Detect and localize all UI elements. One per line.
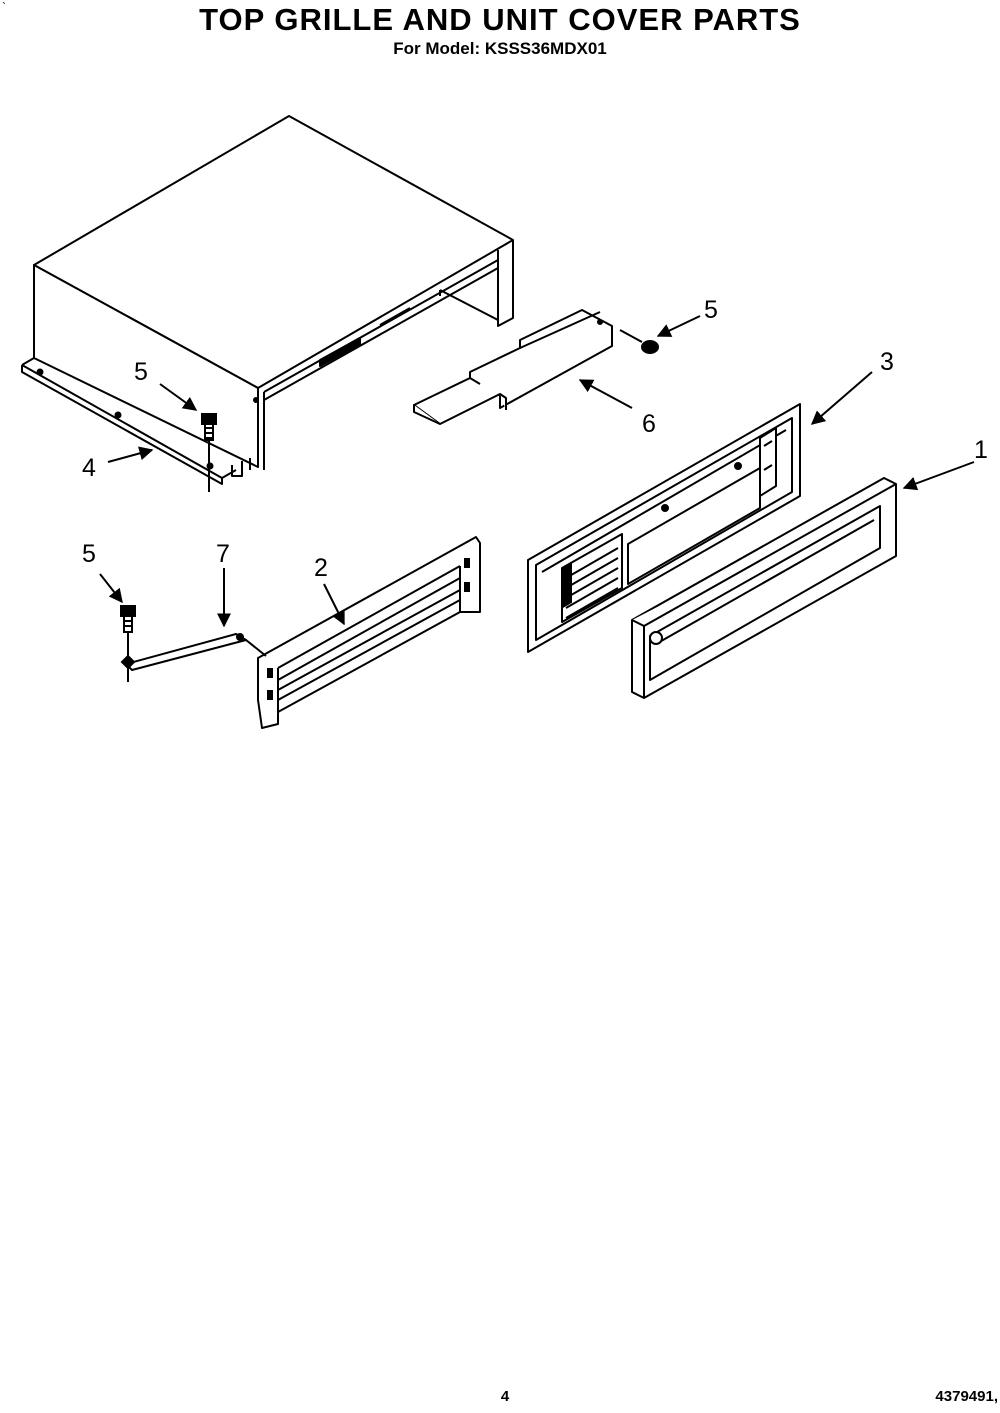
leader-arrows <box>99 315 975 628</box>
callout-labels: 1 2 3 4 5 5 5 6 7 <box>82 296 988 582</box>
corner-mark: ` <box>2 0 6 14</box>
link-arm <box>125 633 267 671</box>
screw-icon <box>120 605 136 682</box>
screw-icon <box>201 413 217 492</box>
document-number: 4379491, <box>935 1388 998 1405</box>
callout-part-1: 1 <box>974 436 988 464</box>
mounting-rail <box>257 536 481 729</box>
unit-cover <box>21 115 514 485</box>
page-title: TOP GRILLE AND UNIT COVER PARTS <box>199 2 801 37</box>
callout-part-4: 4 <box>82 454 96 482</box>
callout-part-7: 7 <box>216 540 230 568</box>
callout-part-6: 6 <box>642 410 656 438</box>
model-subtitle: For Model: KSSS36MDX01 <box>393 39 607 58</box>
callout-part-5-lower-left: 5 <box>82 540 96 568</box>
callout-part-3: 3 <box>880 348 894 376</box>
top-grille <box>527 403 801 653</box>
callout-part-5-right: 5 <box>704 296 718 324</box>
callout-part-2: 2 <box>314 554 328 582</box>
page-number: 4 <box>500 1388 510 1405</box>
grille-frame <box>631 477 897 699</box>
callout-part-5-upper-left: 5 <box>134 358 148 386</box>
screw-icon <box>619 329 659 354</box>
cover-bracket <box>413 309 613 425</box>
